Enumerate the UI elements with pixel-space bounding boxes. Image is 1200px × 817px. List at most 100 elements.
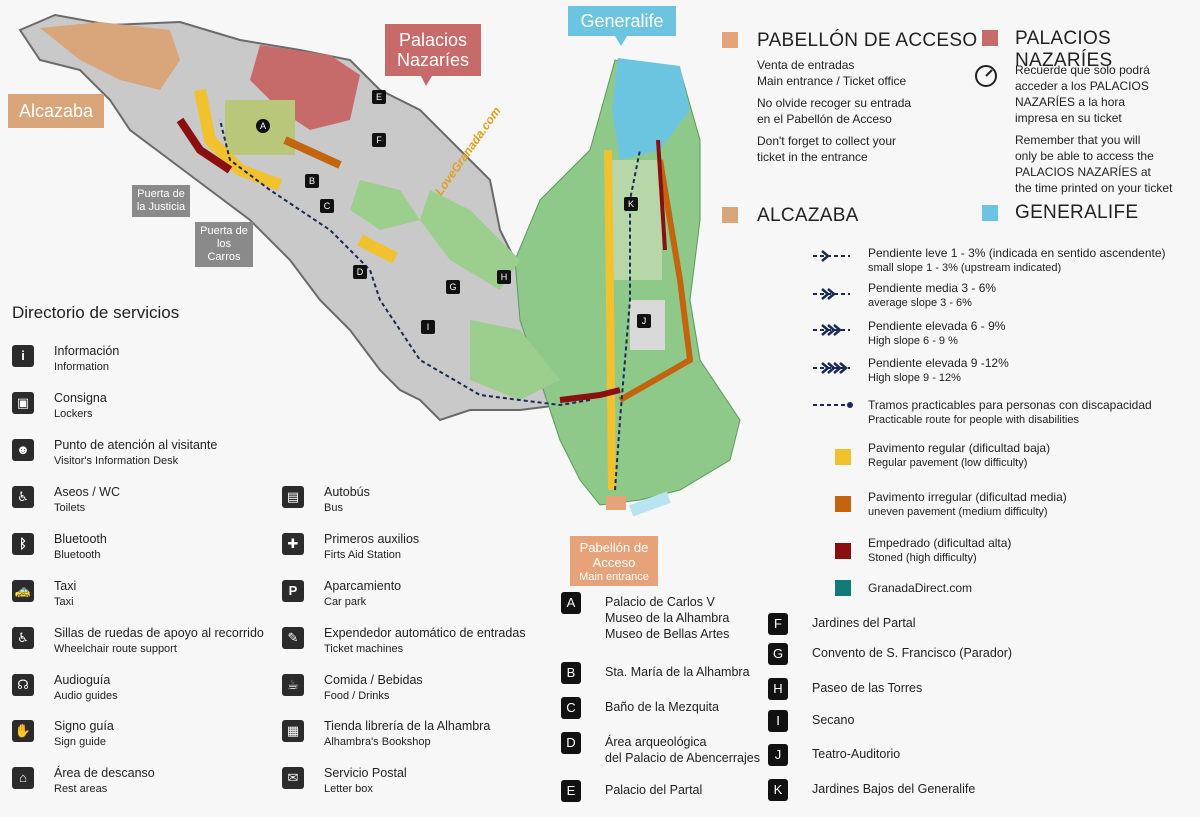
bluetooth-icon: ᛒ bbox=[12, 533, 34, 555]
service-name-en: Toilets bbox=[54, 502, 86, 514]
service-name-es: Taxi bbox=[54, 579, 77, 593]
service-name-en: Taxi bbox=[54, 596, 74, 608]
lockers-icon: ▣ bbox=[12, 392, 34, 414]
slope-chevron bbox=[827, 324, 836, 336]
marker-f[interactable]: F bbox=[372, 133, 386, 147]
service-name-en: Firts Aid Station bbox=[324, 549, 402, 561]
service-name-en: Visitor's Information Desk bbox=[54, 455, 179, 467]
slope-chevron bbox=[821, 288, 830, 300]
slope-3-label: Pendiente elevada 6 - 9%High slope 6 - 9… bbox=[868, 319, 1006, 347]
poi-item-b: B Sta. María de la Alhambra bbox=[561, 662, 750, 684]
service-name-en: Car park bbox=[324, 596, 367, 608]
generalife-swatch bbox=[982, 205, 998, 221]
accessible-route-label: Tramos practicables para personas con di… bbox=[868, 398, 1152, 426]
poi-key: C bbox=[561, 697, 581, 719]
audioguide-icon: ☊ bbox=[12, 674, 34, 696]
slope-chevron bbox=[821, 362, 830, 374]
acceso-callout: Pabellón de Acceso Main entrance bbox=[570, 536, 658, 586]
service-name-es: Comida / Bebidas bbox=[324, 673, 423, 687]
marker-g[interactable]: G bbox=[446, 280, 460, 294]
service-name-es: Autobús bbox=[324, 485, 370, 499]
marker-i[interactable]: I bbox=[421, 320, 435, 334]
acceso-legend-title: PABELLÓN DE ACCESO bbox=[757, 30, 978, 51]
rest-area-icon: ⌂ bbox=[12, 767, 34, 789]
acceso-callout-title: Pabellón de Acceso bbox=[579, 540, 649, 570]
acceso-callout-sub: Main entrance bbox=[579, 571, 649, 583]
marker-k[interactable]: K bbox=[624, 197, 638, 211]
directory-title: Directorio de servicios bbox=[12, 303, 180, 322]
poi-key: F bbox=[768, 613, 788, 635]
poi-key: B bbox=[561, 662, 581, 684]
regular-pavement-label: Pavimento regular (dificultad baja)Regul… bbox=[868, 441, 1051, 469]
puerta-carros-label: Puerta de los Carros bbox=[195, 222, 253, 267]
marker-b[interactable]: B bbox=[305, 174, 319, 188]
green-patch bbox=[350, 180, 420, 230]
service-name-es: Primeros auxilios bbox=[324, 532, 420, 546]
generalife-zone bbox=[612, 58, 690, 160]
palacios-note: the time printed on your ticket bbox=[1015, 181, 1173, 195]
service-name-en: Bus bbox=[324, 502, 343, 514]
palacios-note: NAZARÍES a la hora bbox=[1015, 95, 1126, 109]
slope-chevron bbox=[821, 250, 830, 262]
marker-a[interactable]: A bbox=[256, 119, 270, 133]
marker-c[interactable]: C bbox=[320, 199, 334, 213]
slope-2-label: Pendiente media 3 - 6%average slope 3 - … bbox=[868, 281, 997, 309]
alcazaba-zone bbox=[40, 22, 180, 90]
service-name-es: Audioguía bbox=[54, 673, 111, 687]
alcazaba-callout: Alcazaba bbox=[8, 94, 104, 128]
acceso-note: No olvide recoger su entrada bbox=[757, 96, 912, 110]
marker-e[interactable]: E bbox=[372, 90, 386, 104]
palacios-callout: Palacios Nazaríes bbox=[385, 24, 481, 76]
acceso-note: Venta de entradas bbox=[757, 58, 855, 72]
poi-key: H bbox=[768, 678, 788, 700]
poi-item-h: H Paseo de las Torres bbox=[768, 678, 922, 700]
poi-name: Sta. María de la Alhambra bbox=[605, 665, 750, 679]
uneven-pavement bbox=[618, 159, 694, 403]
marker-h[interactable]: H bbox=[497, 270, 511, 284]
food-drinks-icon: ☕ bbox=[282, 674, 304, 696]
service-name-es: Expendedor automático de entradas bbox=[324, 626, 526, 640]
granadadirect-label: GranadaDirect.com bbox=[868, 581, 973, 595]
callout-pointer bbox=[421, 76, 432, 86]
palacios-note: Recuerde que solo podrá bbox=[1015, 63, 1150, 77]
poi-key: E bbox=[561, 780, 581, 802]
stoned-pavement-label: Empedrado (dificultad alta)Stoned (high … bbox=[868, 536, 1012, 564]
bus-icon: ▤ bbox=[282, 486, 304, 508]
poi-name: Secano bbox=[812, 713, 855, 727]
poi-name: Convento de S. Francisco (Parador) bbox=[812, 646, 1013, 660]
poi-key: I bbox=[768, 710, 788, 732]
marker-d[interactable]: D bbox=[353, 265, 367, 279]
parking-icon: P bbox=[282, 580, 304, 602]
regular-pavement bbox=[357, 234, 398, 264]
poi-name: Teatro-Auditorio bbox=[812, 747, 901, 761]
marker-j[interactable]: J bbox=[637, 314, 651, 328]
regular-pavement bbox=[604, 149, 616, 491]
uneven-pavement-swatch bbox=[835, 496, 851, 512]
puerta-justicia-label: Puerta de la Justicia bbox=[132, 185, 190, 217]
service-name-en: Wheelchair route support bbox=[54, 643, 177, 655]
green-patch bbox=[420, 190, 520, 290]
poi-name: Paseo de las Torres bbox=[812, 681, 923, 695]
generalife-callout: Generalife bbox=[568, 6, 676, 36]
